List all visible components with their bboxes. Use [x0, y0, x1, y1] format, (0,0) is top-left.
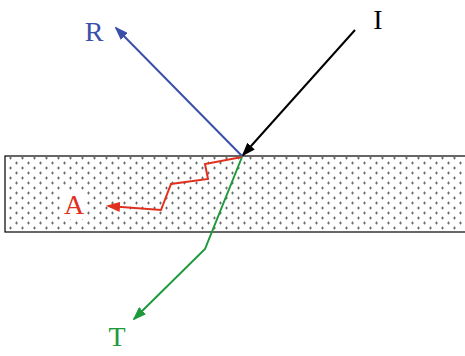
slab-texture — [6, 157, 465, 231]
ray-label: R — [83, 18, 106, 46]
absorbed-ray — [108, 157, 242, 210]
transmitted-ray — [134, 157, 242, 319]
ray-label: I — [371, 6, 384, 34]
ray-label: A — [62, 191, 86, 219]
reflected-ray — [116, 28, 242, 156]
incident-ray — [243, 30, 355, 155]
ray-label: T — [106, 323, 127, 351]
slab — [5, 156, 465, 232]
